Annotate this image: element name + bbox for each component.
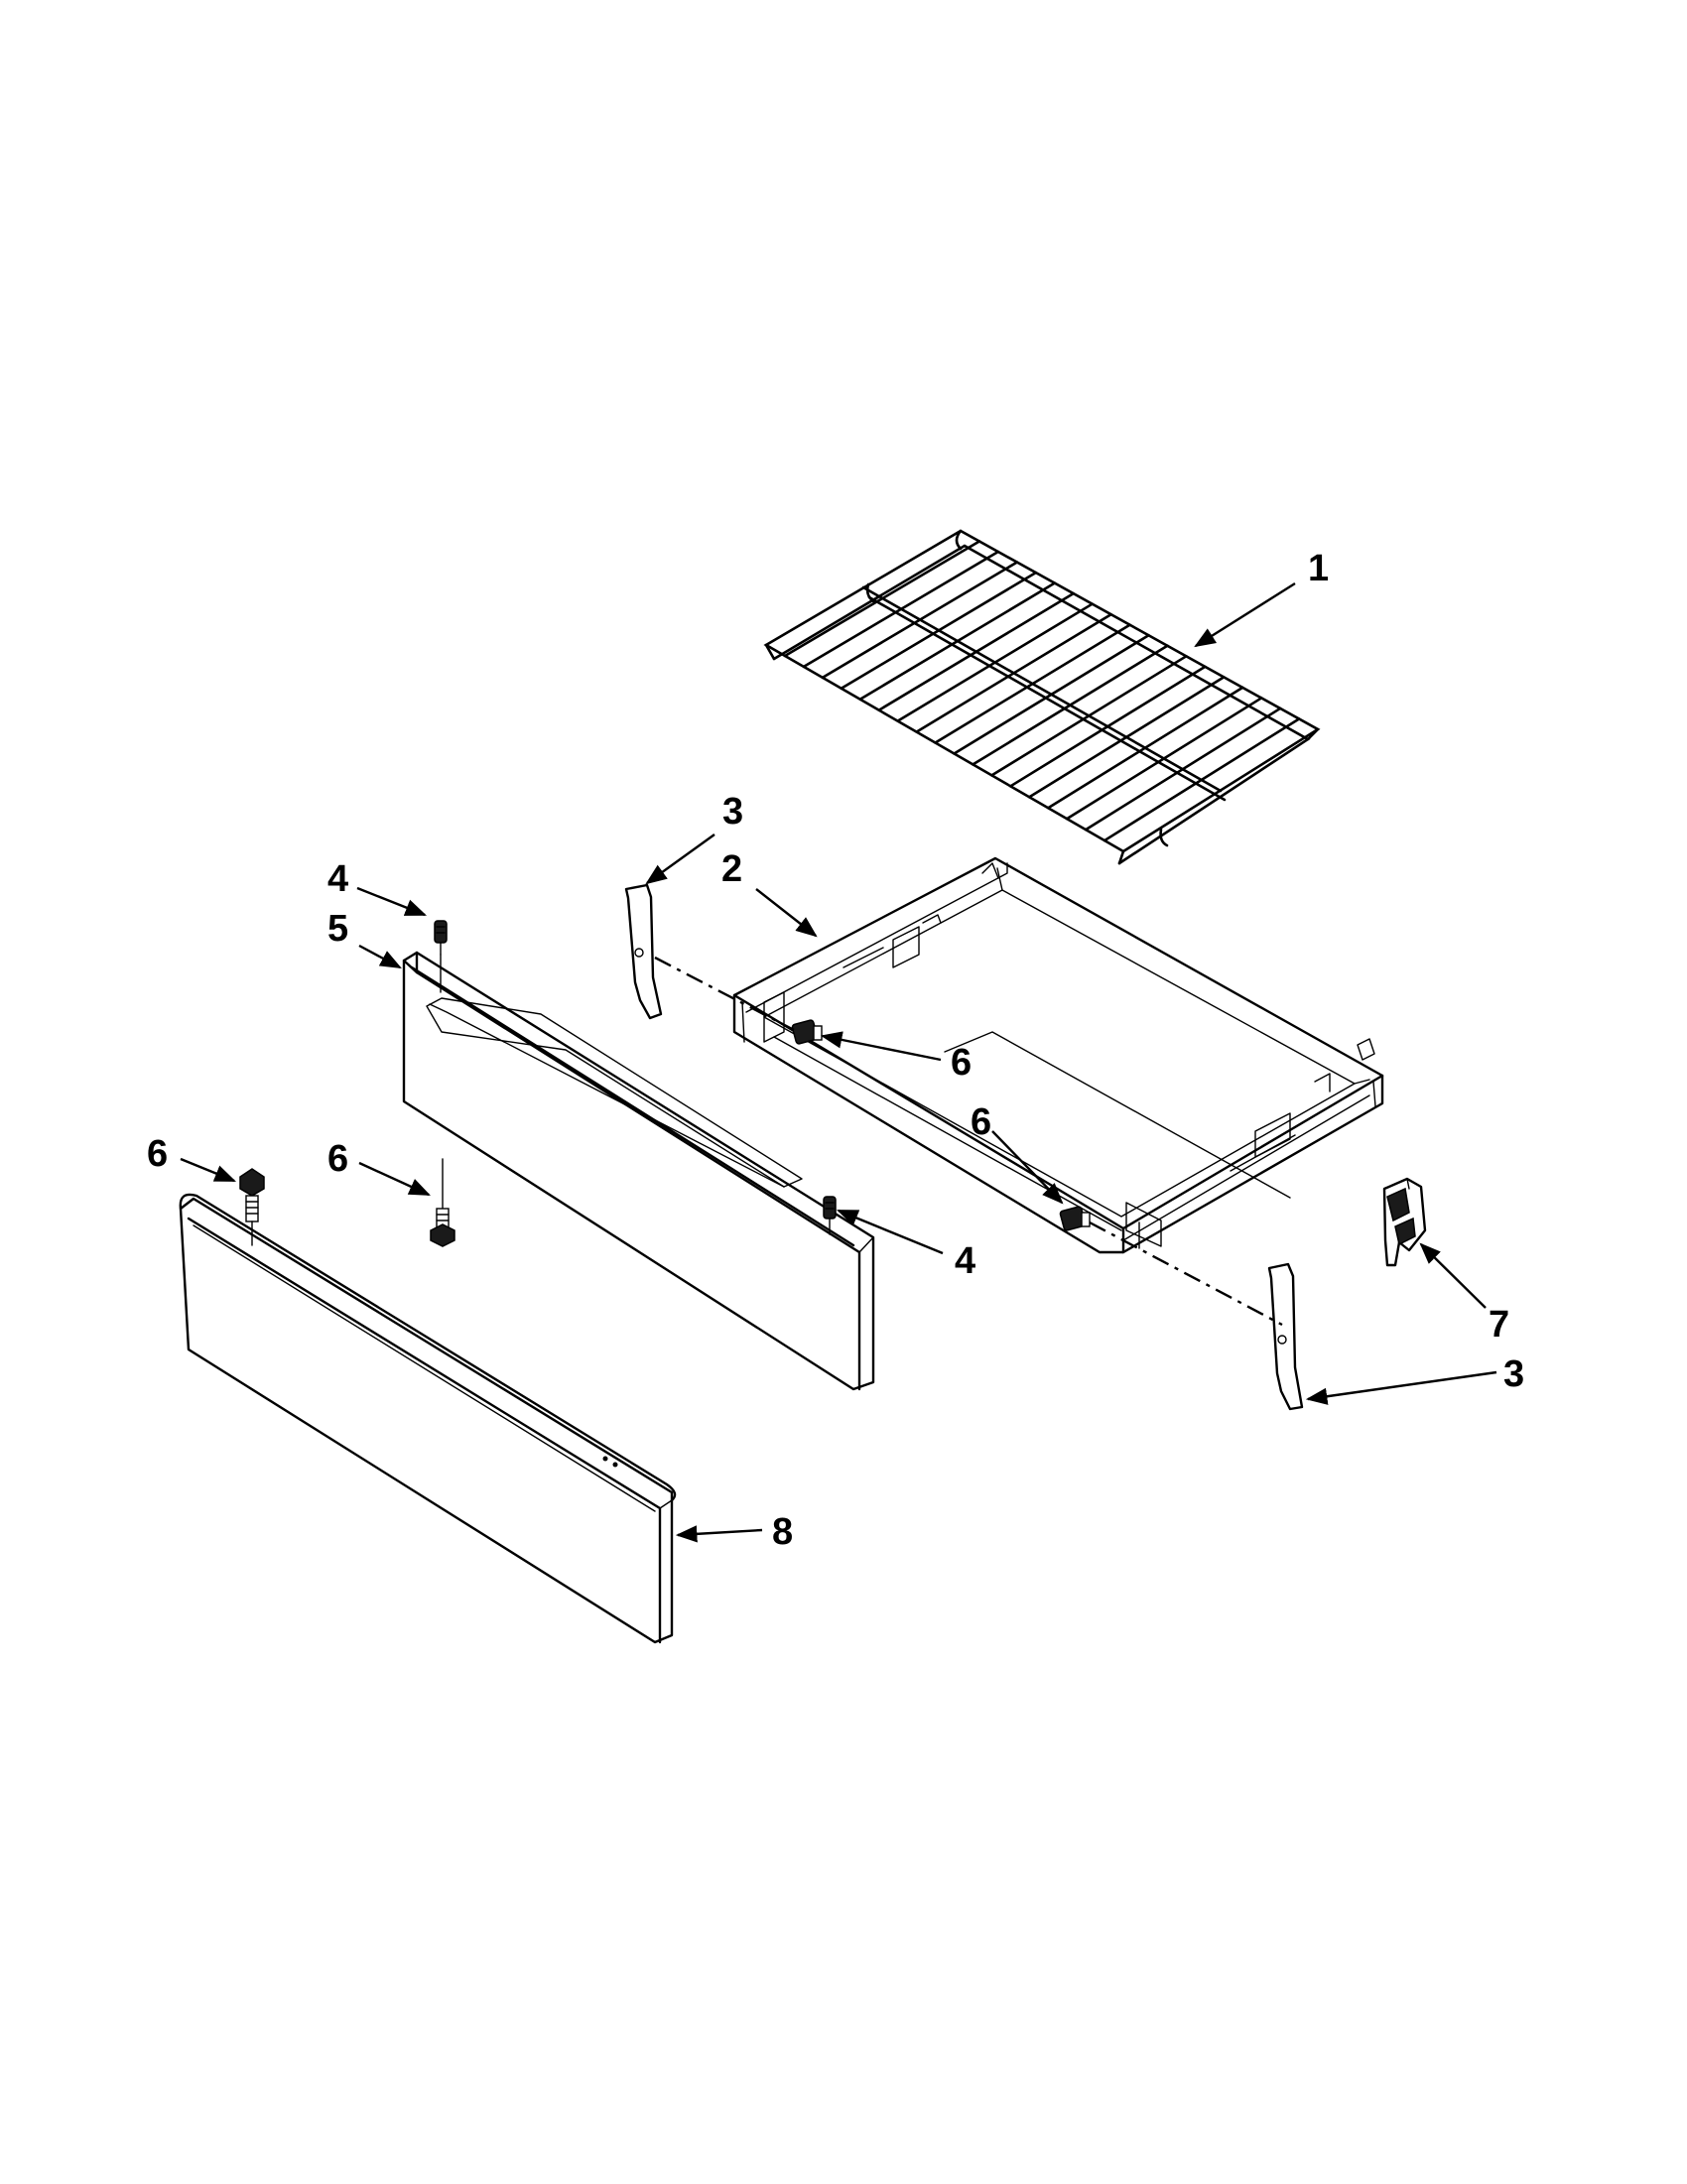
- oven-rack: [763, 529, 1321, 865]
- screw-top: [434, 920, 448, 993]
- leader-lines: [180, 581, 1497, 1543]
- screw-right: [823, 1196, 837, 1235]
- drawer-slide-bottom: [1267, 1262, 1304, 1411]
- callout-4-top: 4: [327, 858, 348, 900]
- callout-3-top: 3: [722, 791, 743, 833]
- callout-6-drawer-b: 6: [971, 1101, 991, 1143]
- callout-6-drawer-a: 6: [951, 1042, 972, 1084]
- callout-6-mid: 6: [327, 1138, 348, 1180]
- callout-7: 7: [1489, 1304, 1509, 1346]
- drawer-clip: [1382, 1177, 1427, 1267]
- drawer-front-panel: [179, 1193, 677, 1644]
- drawer-body: [732, 856, 1384, 1254]
- bolt-left: [239, 1168, 265, 1246]
- callout-2: 2: [721, 848, 742, 890]
- callout-1: 1: [1308, 548, 1329, 589]
- callout-8: 8: [772, 1511, 793, 1553]
- callout-5: 5: [327, 908, 348, 950]
- callout-labels: 1 2 3 3 4 4 5 6 6 6 6 7 8: [147, 548, 1524, 1553]
- bolt-mid: [430, 1158, 455, 1247]
- inner-drawer-panel: [402, 951, 875, 1391]
- drawer-bolt-b: [1059, 1206, 1091, 1231]
- callout-4-right: 4: [955, 1240, 975, 1282]
- callout-3-bottom: 3: [1503, 1353, 1524, 1395]
- callout-6-left: 6: [147, 1133, 168, 1175]
- drawer-slide-top: [624, 883, 663, 1020]
